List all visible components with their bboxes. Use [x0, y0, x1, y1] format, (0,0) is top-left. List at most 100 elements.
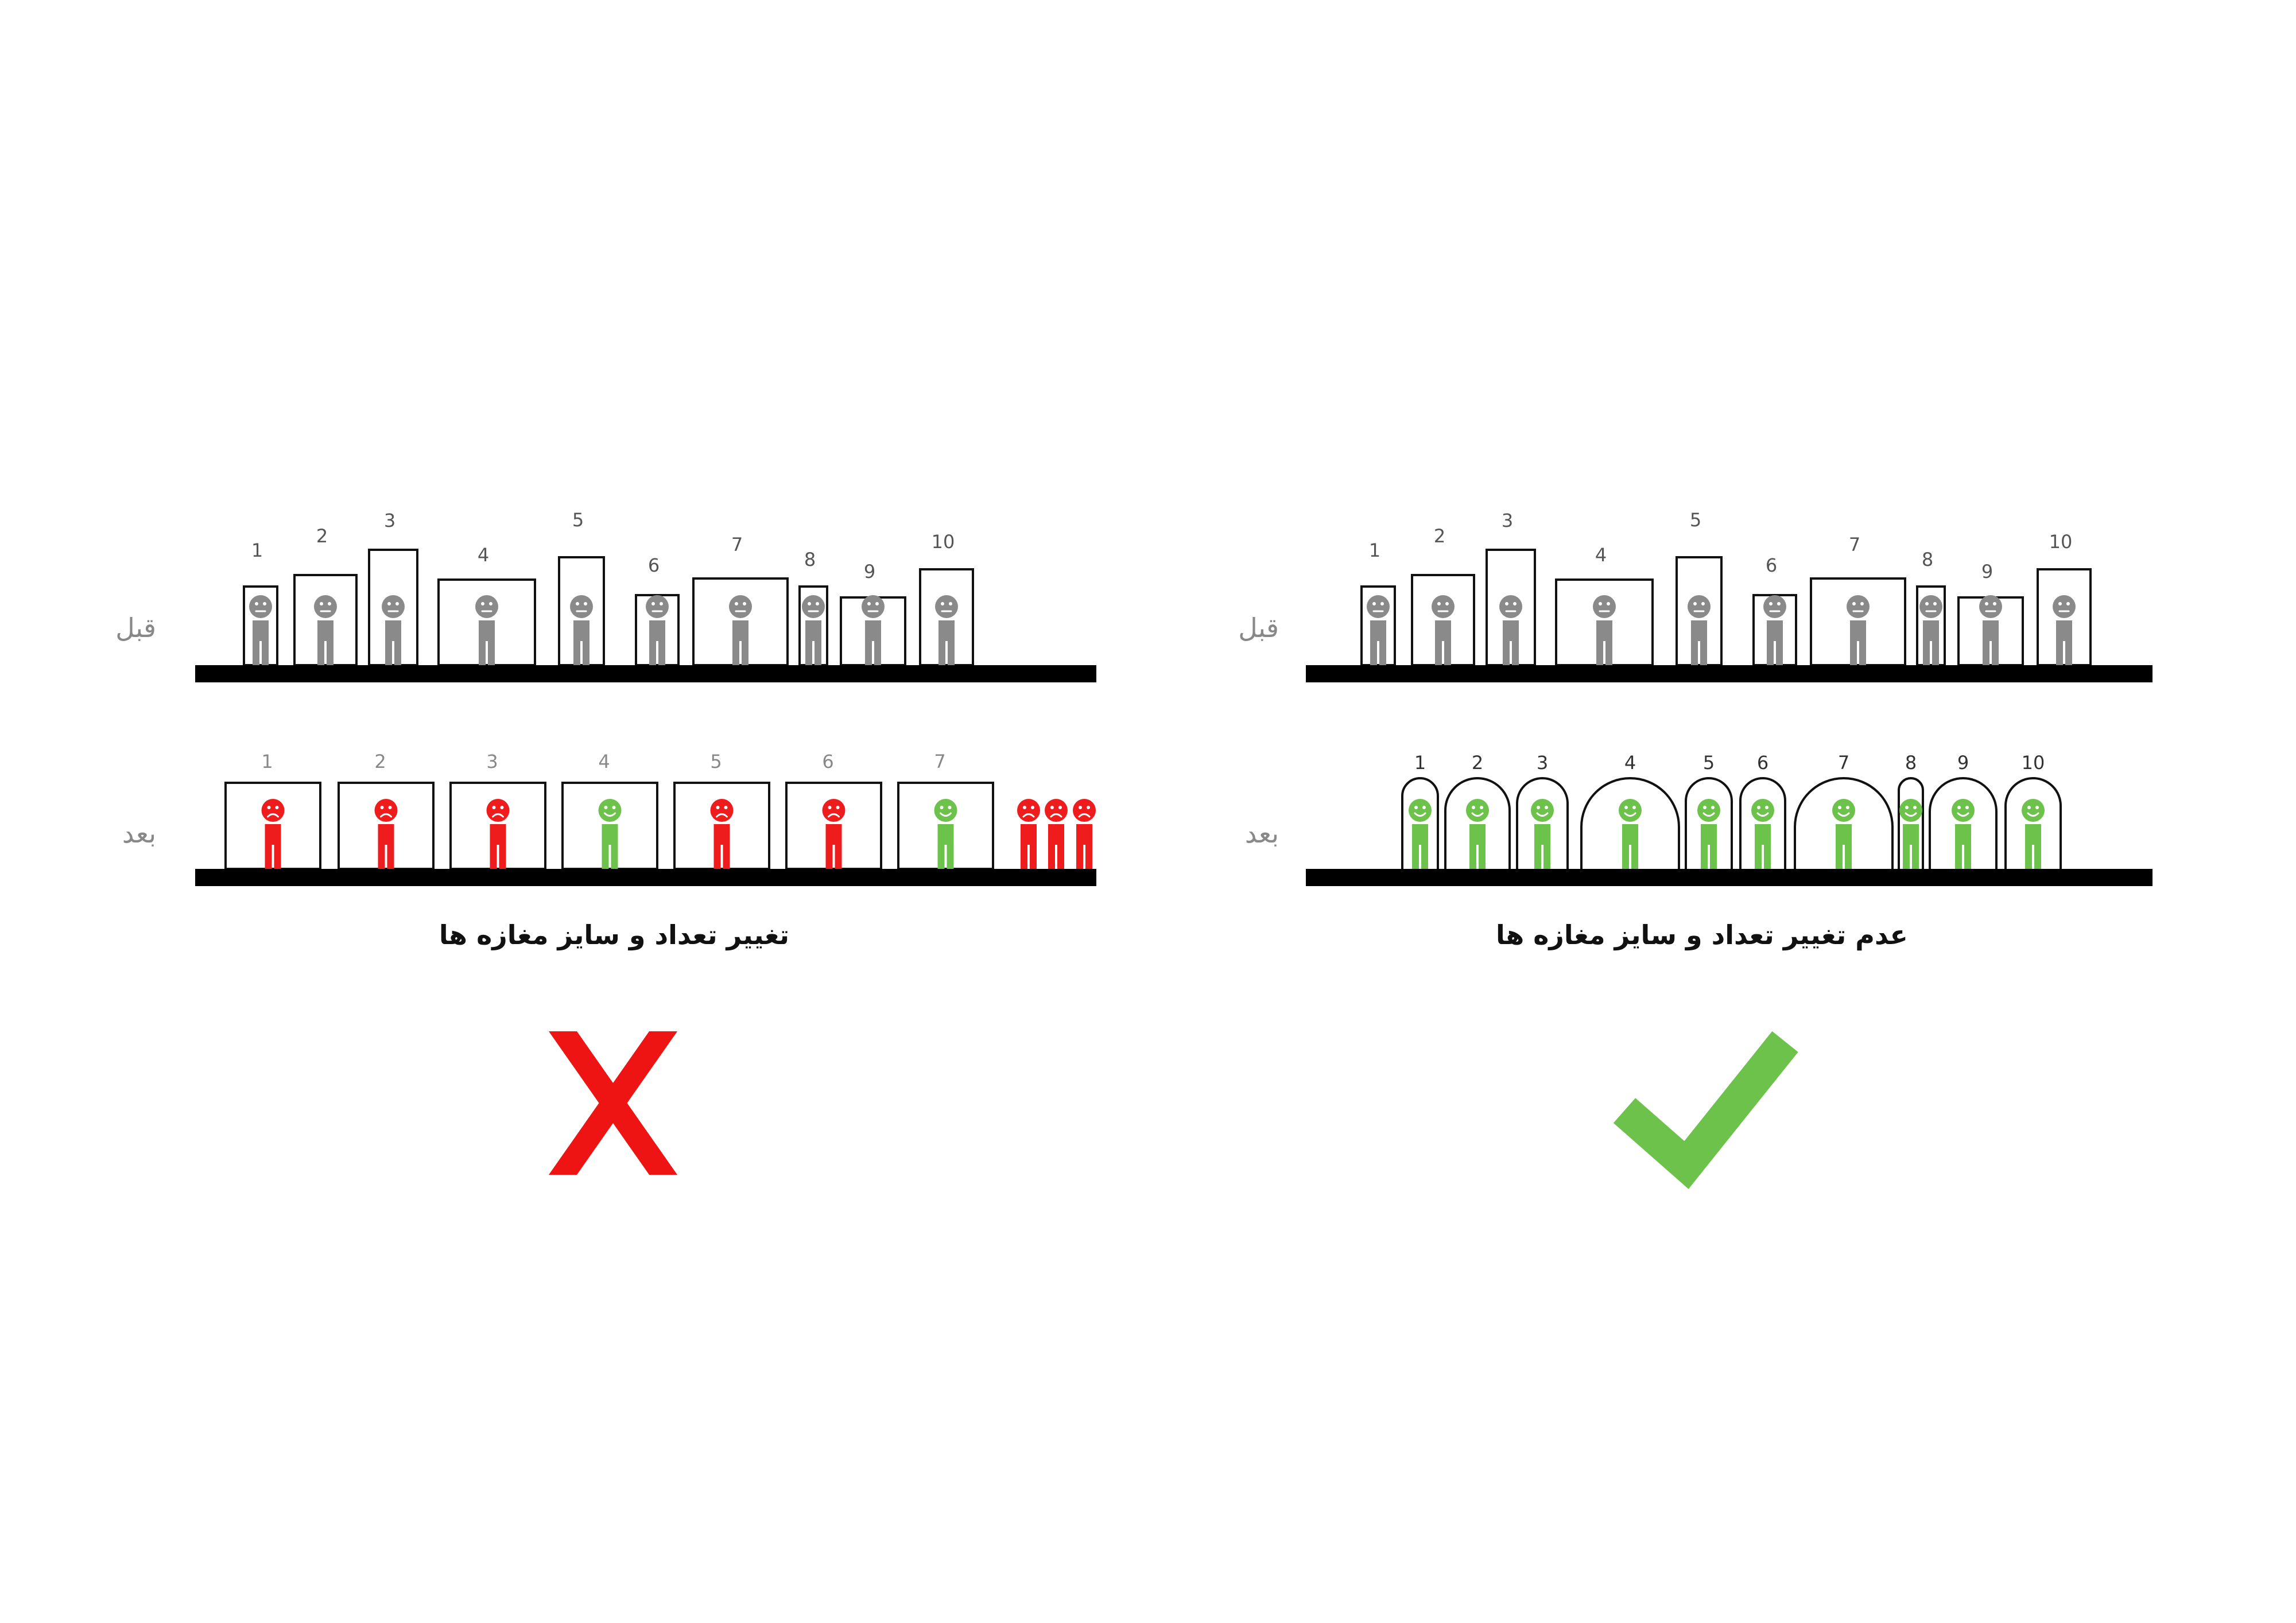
shop-number-label: 5	[1703, 752, 1715, 774]
arched-shop-outline	[1739, 777, 1786, 869]
shop-number-label: 7	[731, 534, 743, 556]
shop-number-label: 9	[1981, 561, 1993, 583]
arched-shop-outline	[1444, 777, 1511, 869]
person-icon-neutral	[1593, 595, 1616, 665]
person-icon-happy	[1409, 799, 1432, 869]
person-icon-neutral	[1432, 595, 1455, 665]
person-icon-happy	[2022, 799, 2045, 869]
left-panel: قبل بعد 1 2 3 4 5 6 7 8 9 10 1 2 3 4 5 6 7 تغییر تعداد …	[115, 509, 1096, 1175]
person-icon-neutral	[1367, 595, 1390, 665]
shop-number-label: 6	[822, 751, 833, 772]
shop-number-label: 3	[1502, 510, 1513, 531]
person-icon-neutral	[1688, 595, 1711, 665]
shop-outline	[293, 574, 358, 666]
person-icon-happy	[934, 799, 957, 869]
person-icon-happy	[1697, 799, 1720, 869]
right-before-row: 1 2 3 4 5 6 7 8 9 10	[1360, 509, 2092, 666]
left-before-ground	[195, 665, 1096, 682]
shop-number-label: 1	[1369, 539, 1380, 561]
shop-number-label: 3	[384, 510, 395, 531]
person-icon-sad	[1045, 799, 1068, 869]
shop-number-label: 1	[261, 751, 273, 772]
arched-shop-outline	[1898, 777, 1924, 869]
right-panel: قبل بعد 1 2 3 4 5 6 7 8 9 10 1 2 3 4 5 6 7 8 9 10 عدم تغیی…	[1238, 509, 2152, 1189]
shop-number-label: 3	[486, 751, 498, 772]
person-icon-happy	[1899, 799, 1922, 869]
check-icon	[1613, 1031, 1798, 1189]
shop-number-label: 6	[1757, 752, 1768, 774]
person-icon-happy	[1619, 799, 1642, 869]
right-after-ground	[1306, 869, 2152, 886]
shop-number-label: 1	[1414, 752, 1426, 774]
shop-number-label: 9	[864, 561, 875, 583]
person-icon-sad	[261, 799, 285, 869]
left-after-row: 1 2 3 4 5 6 7	[224, 751, 1096, 870]
person-icon-neutral	[382, 595, 405, 665]
person-icon-neutral	[1499, 595, 1522, 665]
person-icon-neutral	[1919, 595, 1942, 665]
shop-number-label: 3	[1537, 752, 1548, 774]
person-icon-neutral	[2053, 595, 2076, 665]
shop-number-label: 2	[1472, 752, 1483, 774]
right-after-row: 1 2 3 4 5 6 7 8 9 10	[1401, 752, 2062, 869]
shop-number-label: 5	[1690, 509, 1701, 531]
shop-number-label: 7	[1849, 534, 1860, 556]
shop-number-label: 7	[1838, 752, 1849, 774]
right-caption: عدم تغییر تعداد و سایز مغازه ها	[1496, 919, 1908, 950]
shop-number-label: 4	[598, 751, 610, 772]
person-icon-sad	[1073, 799, 1096, 869]
arched-shop-outline	[1516, 777, 1569, 869]
arched-shop-outline	[1580, 777, 1680, 869]
person-icon-happy	[1832, 799, 1855, 869]
shop-number-label: 4	[1624, 752, 1636, 774]
shop-number-label: 8	[1905, 752, 1917, 774]
arched-shop-outline	[1685, 777, 1733, 869]
right-after-label: بعد	[1245, 818, 1279, 849]
shop-number-label: 6	[1766, 554, 1777, 576]
shop-number-label: 10	[932, 531, 955, 553]
person-icon-neutral	[249, 595, 272, 665]
shop-number-label: 6	[648, 554, 660, 576]
shop-number-label: 8	[804, 549, 816, 570]
person-icon-sad	[374, 799, 398, 869]
person-icon-neutral	[475, 595, 498, 665]
person-icon-neutral	[1979, 595, 2002, 665]
right-before-label: قبل	[1238, 612, 1279, 643]
person-icon-happy	[1466, 799, 1489, 869]
shop-number-label: 5	[710, 751, 722, 772]
person-icon-neutral	[802, 595, 825, 665]
shop-number-label: 5	[572, 509, 584, 531]
left-after-label: بعد	[122, 818, 156, 849]
left-before-label: قبل	[115, 612, 156, 643]
shop-number-label: 2	[374, 751, 386, 772]
arched-shop-outline	[1794, 777, 1894, 869]
shop-outline	[1411, 574, 1475, 666]
right-before-ground	[1306, 665, 2152, 682]
arched-shop-outline	[1401, 777, 1439, 869]
person-icon-neutral	[1847, 595, 1870, 665]
arched-shop-outline	[1929, 777, 1998, 869]
cross-icon	[549, 1031, 677, 1175]
shop-number-label: 2	[1434, 525, 1445, 547]
person-icon-happy	[1952, 799, 1975, 869]
shop-number-label: 10	[2022, 752, 2045, 774]
person-icon-sad	[710, 799, 734, 869]
shop-number-label: 4	[1595, 544, 1607, 566]
person-icon-neutral	[314, 595, 337, 665]
shop-number-label: 8	[1922, 549, 1933, 570]
person-icon-neutral	[646, 595, 669, 665]
shop-number-label: 10	[2049, 531, 2073, 553]
person-icon-happy	[1751, 799, 1774, 869]
shop-number-label: 1	[251, 539, 263, 561]
left-after-ground	[195, 869, 1096, 886]
shop-number-label: 9	[1957, 752, 1969, 774]
person-icon-neutral	[935, 595, 958, 665]
left-caption: تغییر تعداد و سایز مغازه ها	[439, 919, 789, 950]
person-icon-neutral	[862, 595, 885, 665]
arched-shop-outline	[2004, 777, 2062, 869]
person-icon-neutral	[729, 595, 752, 665]
shop-number-label: 4	[478, 544, 489, 566]
shop-number-label: 7	[934, 751, 945, 772]
